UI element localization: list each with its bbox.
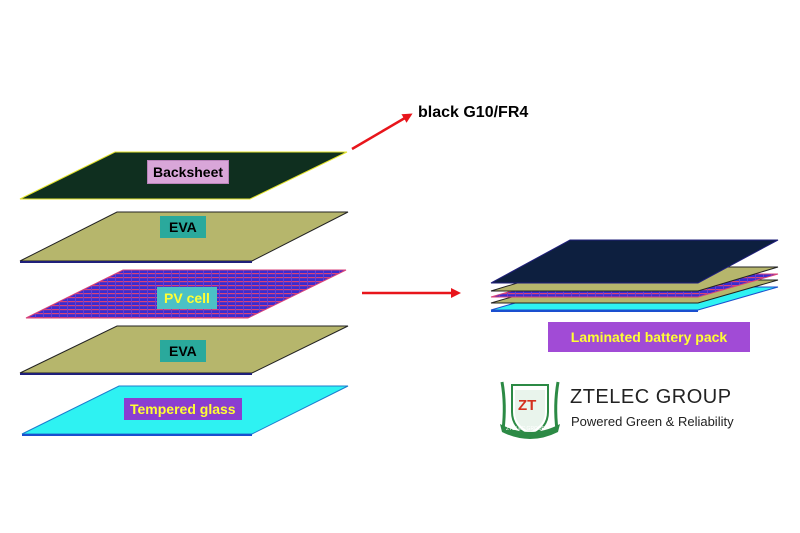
laminated-pack — [490, 239, 779, 312]
tempered-glass-label: Tempered glass — [124, 398, 242, 420]
brand-tagline: Powered Green & Reliability — [571, 414, 734, 429]
material-annotation: black G10/FR4 — [418, 104, 529, 121]
logo-ribbon-text: ZTELEC GROUP — [506, 426, 545, 432]
laminated-pack-label: Laminated battery pack — [548, 322, 750, 352]
backsheet-label: Backsheet — [147, 160, 230, 184]
pv-cell-label: PV cell — [157, 287, 217, 309]
eva-top-label: EVA — [160, 216, 206, 238]
logo-letters: ZT — [518, 397, 537, 414]
eva-bottom-label: EVA — [160, 340, 206, 362]
shield-logo-icon — [500, 381, 560, 439]
brand-name: ZTELEC GROUP — [570, 386, 732, 408]
arrow-icon — [351, 113, 413, 151]
